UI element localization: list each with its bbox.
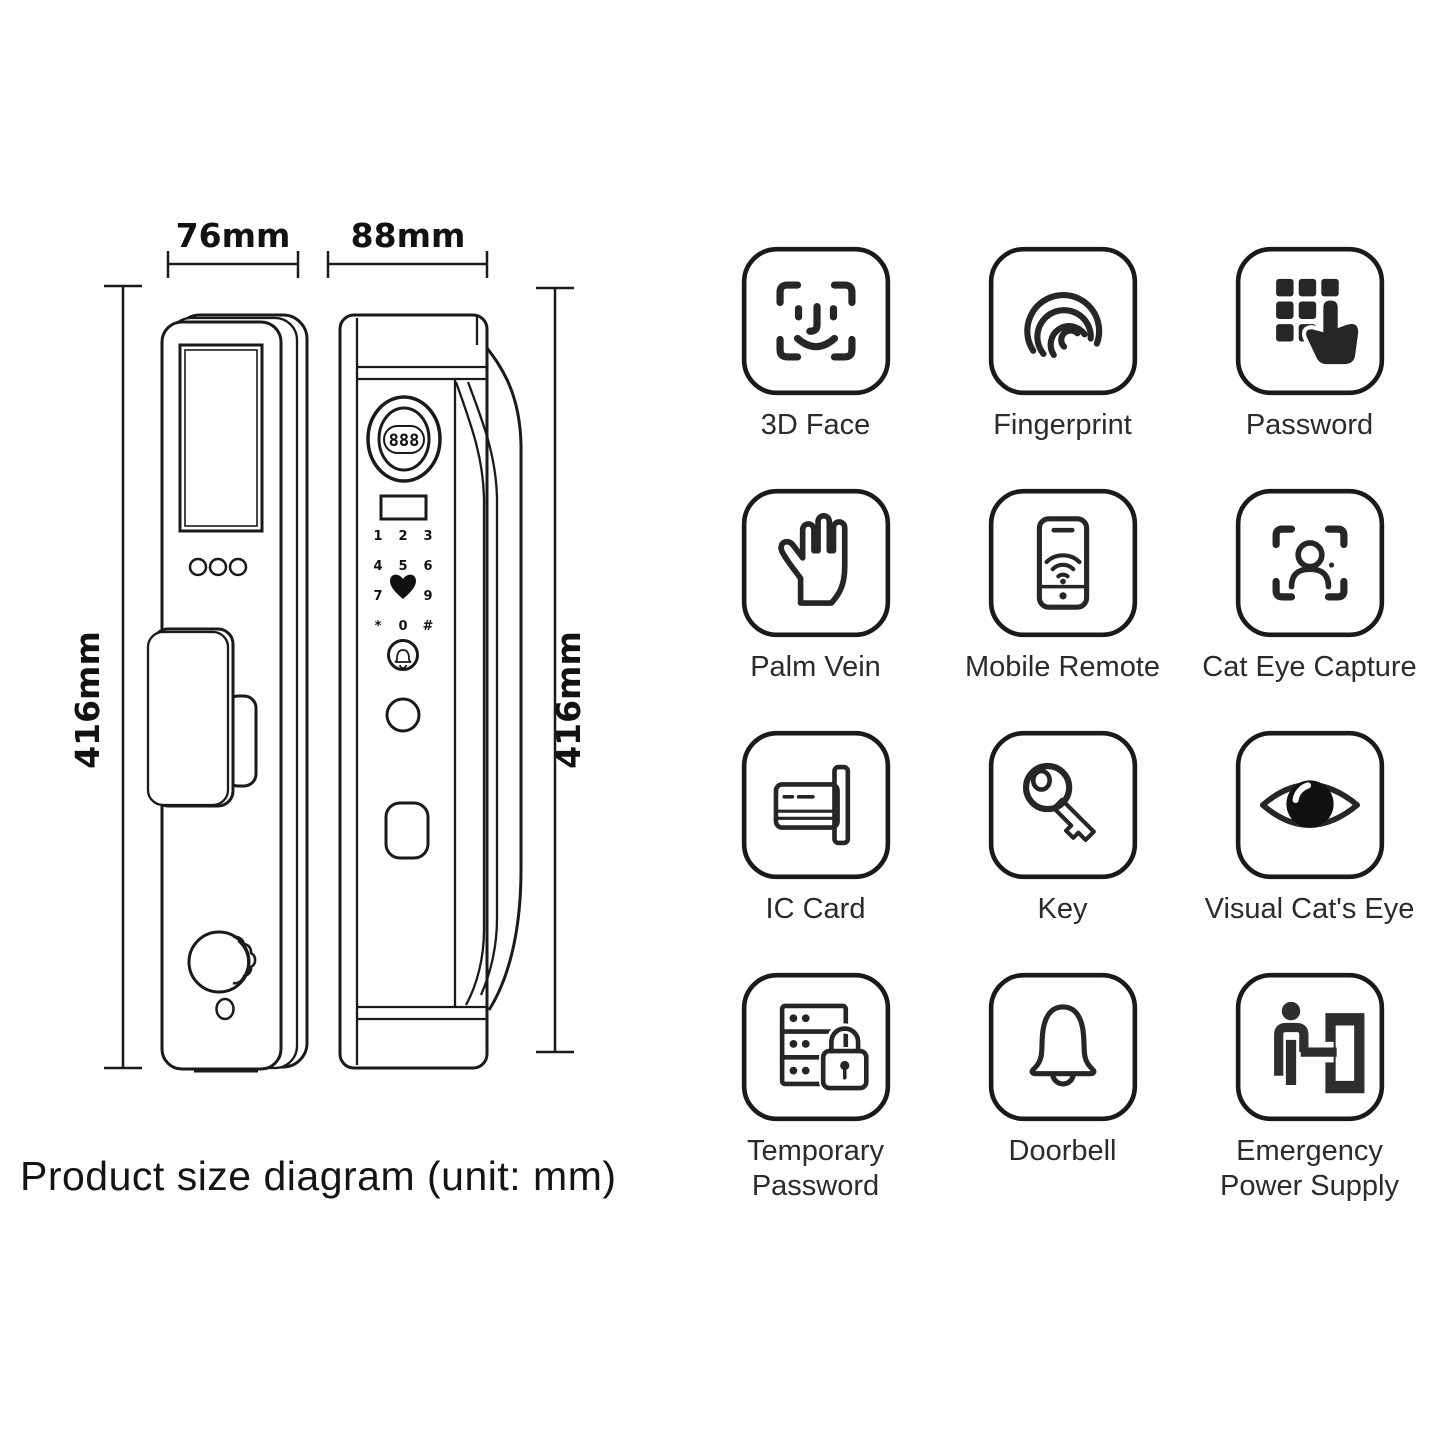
feature-label: Cat Eye Capture <box>1202 651 1417 683</box>
phone-wifi-icon <box>988 488 1137 638</box>
feature-item-doorbell: Doorbell <box>939 970 1186 1212</box>
feature-item-mobile-remote: Mobile Remote <box>939 486 1186 728</box>
front-width-label: 76mm <box>176 216 291 255</box>
face-id-icon <box>741 246 890 396</box>
lock-module <box>146 630 230 807</box>
feature-label: Temporary Password <box>747 1135 884 1202</box>
height-label-right: 416mm <box>549 631 588 769</box>
key-6: 6 <box>423 559 432 574</box>
feature-item-palm-vein: Palm Vein <box>692 486 939 728</box>
feature-label: Visual Cat's Eye <box>1204 893 1415 925</box>
feature-label: Mobile Remote <box>964 651 1161 683</box>
fingerprint-icon <box>988 246 1137 396</box>
lock-handle <box>454 317 523 1011</box>
size-diagram: 76mm 88mm 416mm 416mm 888 1 2 3 4 5 6 7 … <box>68 216 588 1073</box>
palm-icon <box>741 488 890 638</box>
key-3: 3 <box>423 529 432 544</box>
height-dimension-right <box>536 286 574 1054</box>
lock-knob <box>187 930 257 1021</box>
key-1: 1 <box>373 529 382 544</box>
feature-label: Palm Vein <box>750 651 881 683</box>
feature-item-password: Password <box>1186 244 1433 486</box>
key-7: 7 <box>373 589 382 604</box>
feature-item-emergency-power: Emergency Power Supply <box>1186 970 1433 1212</box>
key-5: 5 <box>398 559 407 574</box>
height-dimension-left <box>104 284 142 1070</box>
bell-icon <box>988 972 1137 1122</box>
feature-item-visual-cats-eye: Visual Cat's Eye <box>1186 728 1433 970</box>
lock-dial <box>366 395 442 483</box>
feature-label: Key <box>1037 893 1088 925</box>
feature-item-temporary-password: Temporary Password <box>692 970 939 1212</box>
feature-label: Emergency Power Supply <box>1220 1135 1399 1202</box>
person-scan-icon <box>1235 488 1384 638</box>
diagram-caption: Product size diagram (unit: mm) <box>20 1153 617 1199</box>
key-0: 0 <box>398 619 407 634</box>
lock-front-view <box>146 313 309 1073</box>
key-9: 9 <box>423 589 432 604</box>
pressing-hand-glyph <box>1305 300 1358 365</box>
feature-label: Password <box>1245 409 1374 441</box>
feature-item-cat-eye-capture: Cat Eye Capture <box>1186 486 1433 728</box>
side-width-dimension <box>326 251 489 278</box>
lock-camera <box>385 697 421 733</box>
key-icon <box>988 730 1137 880</box>
feature-item-ic-card: IC Card <box>692 728 939 970</box>
feature-item-fingerprint: Fingerprint <box>939 244 1186 486</box>
padlock-glyph <box>818 1023 870 1093</box>
keypad-icon <box>1235 246 1384 396</box>
card-slot-icon <box>741 730 890 880</box>
feature-item-3d-face: 3D Face <box>692 244 939 486</box>
height-label-left: 416mm <box>68 631 107 769</box>
person-head-glyph <box>1281 1001 1300 1021</box>
lock-side-view <box>338 313 523 1070</box>
feature-label: 3D Face <box>760 409 871 441</box>
feature-item-key: Key <box>939 728 1186 970</box>
person-plug-icon <box>1235 972 1384 1122</box>
eye-icon <box>1235 730 1384 880</box>
key-2: 2 <box>398 529 407 544</box>
front-width-dimension <box>166 251 300 278</box>
plug-frame-glyph <box>1324 1013 1364 1094</box>
lock-card-window <box>379 494 428 521</box>
feature-label: Doorbell <box>1008 1135 1117 1167</box>
feature-label: Fingerprint <box>993 409 1132 441</box>
keypad-fingerprint-blob <box>390 574 416 599</box>
lock-doorbell-button <box>387 639 419 671</box>
feature-label: IC Card <box>765 893 866 925</box>
side-width-label: 88mm <box>351 216 466 255</box>
lock-fingerprint-pad <box>384 801 430 860</box>
key-hash: # <box>423 619 434 634</box>
server-lock-icon <box>741 972 890 1122</box>
lock-screen <box>178 343 264 533</box>
key-star: * <box>375 619 382 634</box>
lock-keypad: 1 2 3 4 5 6 7 9 * 0 # <box>373 529 433 634</box>
key-4: 4 <box>373 559 382 574</box>
dial-display: 888 <box>389 431 420 451</box>
feature-grid: 3D Face Fingerprint <box>692 244 1434 1212</box>
